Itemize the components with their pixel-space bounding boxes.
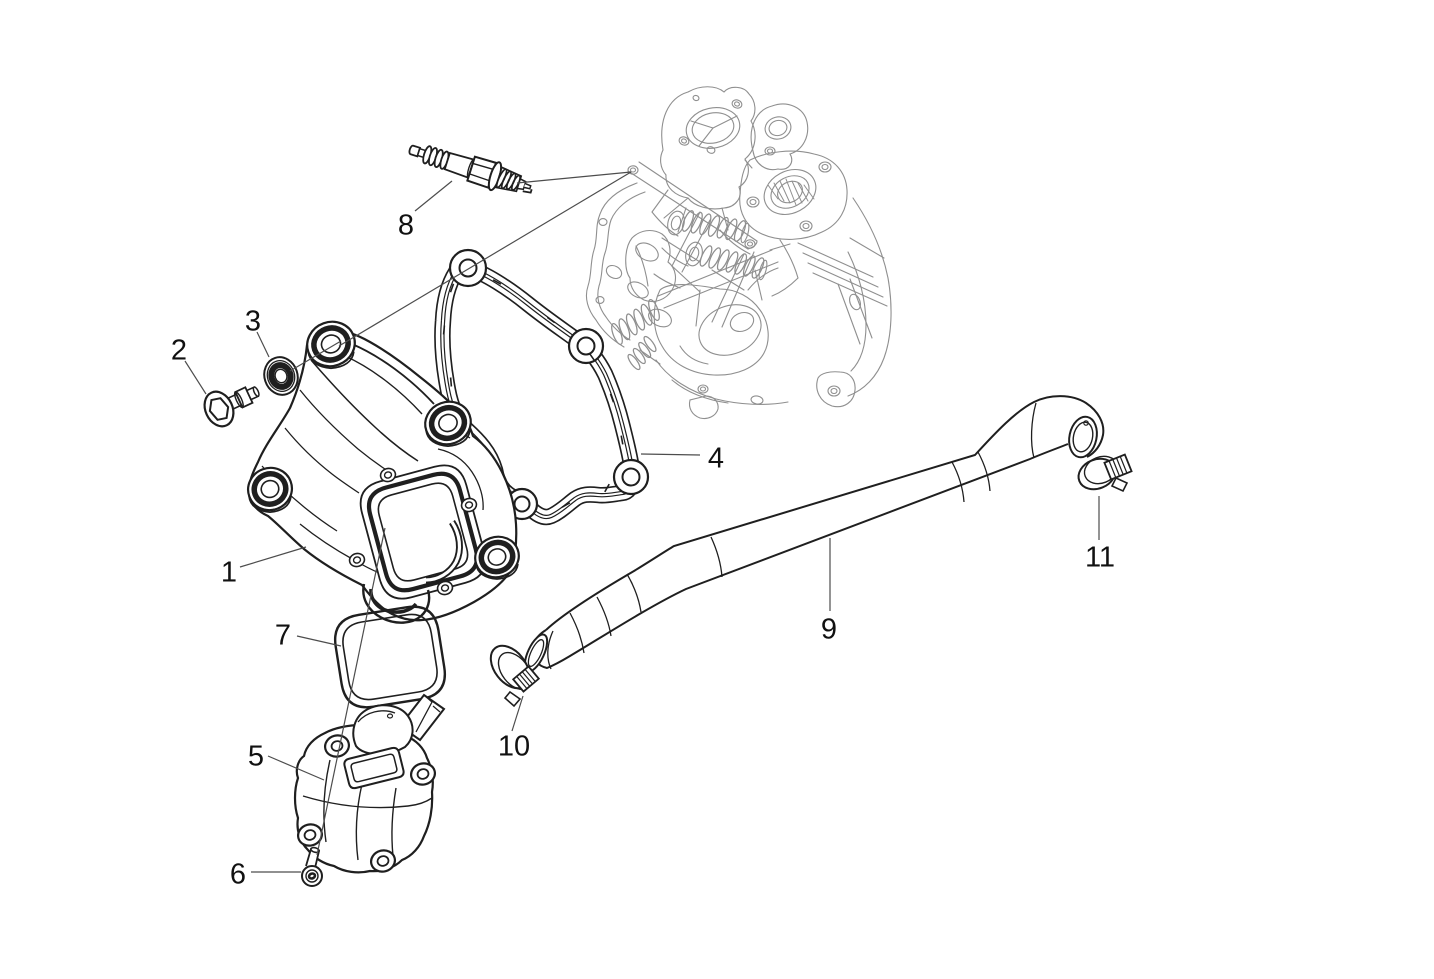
svg-text:10: 10 xyxy=(498,731,530,763)
svg-text:8: 8 xyxy=(398,210,414,242)
svg-text:2: 2 xyxy=(171,335,187,367)
svg-text:5: 5 xyxy=(248,741,264,773)
svg-text:3: 3 xyxy=(245,306,261,338)
svg-text:6: 6 xyxy=(230,859,246,891)
svg-text:1: 1 xyxy=(221,557,237,589)
svg-text:9: 9 xyxy=(821,614,837,646)
svg-text:7: 7 xyxy=(275,620,291,652)
svg-text:4: 4 xyxy=(708,443,724,475)
svg-text:11: 11 xyxy=(1085,542,1115,574)
